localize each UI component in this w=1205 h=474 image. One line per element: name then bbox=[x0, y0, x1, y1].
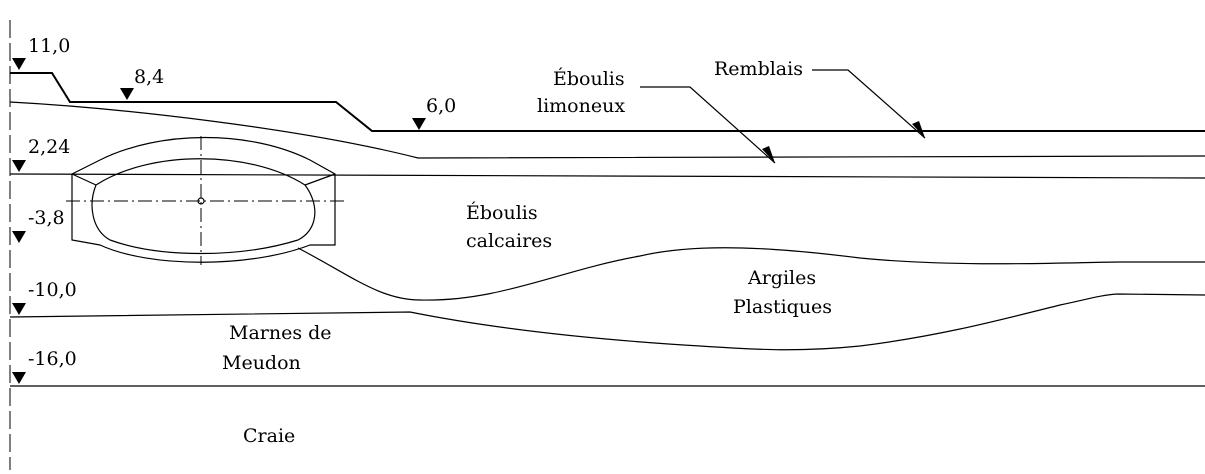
level-triangle bbox=[12, 58, 26, 70]
layer-label-remblais: Remblais bbox=[714, 58, 803, 80]
argiles-base-line bbox=[9, 293, 1205, 351]
layer-label-argiles-2: Plastiques bbox=[733, 296, 832, 318]
level-label: 8,4 bbox=[134, 66, 164, 88]
level-marker-11-0: 11,0 bbox=[12, 35, 70, 70]
level-label: -3,8 bbox=[28, 207, 65, 229]
level-triangle bbox=[12, 160, 26, 172]
remblais-base-line bbox=[9, 101, 1205, 159]
level-marker-minus-10-0: -10,0 bbox=[12, 279, 77, 315]
level-triangle bbox=[12, 231, 26, 243]
level-marker-2-24: 2,24 bbox=[12, 136, 70, 172]
layer-label-craie: Craie bbox=[243, 425, 295, 447]
eboulis-limoneux-leader-arrow bbox=[762, 146, 775, 163]
level-label: -10,0 bbox=[28, 279, 77, 301]
layer-label-eboulis-limoneux-1: Éboulis bbox=[553, 67, 625, 90]
tunnel-intrados bbox=[91, 158, 316, 255]
level-triangle bbox=[12, 372, 26, 384]
level-marker-8-4: 8,4 bbox=[120, 66, 164, 100]
layer-label-eboulis-calcaires-1: Éboulis bbox=[466, 201, 538, 224]
tunnel-section bbox=[66, 136, 346, 265]
layer-label-eboulis-limoneux-2: limoneux bbox=[537, 95, 625, 117]
eboulis-calcaires-base-line bbox=[297, 247, 1205, 301]
eboulis-limoneux-leader bbox=[640, 86, 776, 164]
tunnel-center-mark bbox=[197, 197, 205, 205]
level-marker-minus-16-0: -16,0 bbox=[12, 348, 77, 384]
remblais-leader bbox=[812, 69, 926, 139]
level-marker-minus-3-8: -3,8 bbox=[12, 207, 65, 243]
remblais-leader-arrow bbox=[912, 121, 925, 138]
layer-label-eboulis-calcaires-2: calcaires bbox=[466, 230, 552, 252]
tunnel-corner-tr bbox=[304, 173, 336, 186]
tunnel-corner-tl bbox=[71, 173, 97, 186]
level-label: 11,0 bbox=[28, 35, 70, 57]
level-label: 2,24 bbox=[28, 136, 70, 158]
layer-label-marnes-1: Marnes de bbox=[229, 322, 332, 344]
level-label: 6,0 bbox=[426, 95, 456, 117]
level-label: -16,0 bbox=[28, 348, 77, 370]
level-marker-6-0: 6,0 bbox=[412, 95, 456, 130]
layer-label-marnes-2: Meudon bbox=[222, 352, 301, 374]
level-triangle bbox=[12, 303, 26, 315]
layer-label-argiles-1: Argiles bbox=[747, 267, 816, 289]
level-triangle bbox=[120, 88, 134, 100]
tunnel-extrados bbox=[71, 137, 336, 263]
ground-surface-line bbox=[10, 72, 1205, 132]
eboulis-limoneux-base-line bbox=[9, 173, 1205, 179]
level-triangle bbox=[412, 118, 426, 130]
